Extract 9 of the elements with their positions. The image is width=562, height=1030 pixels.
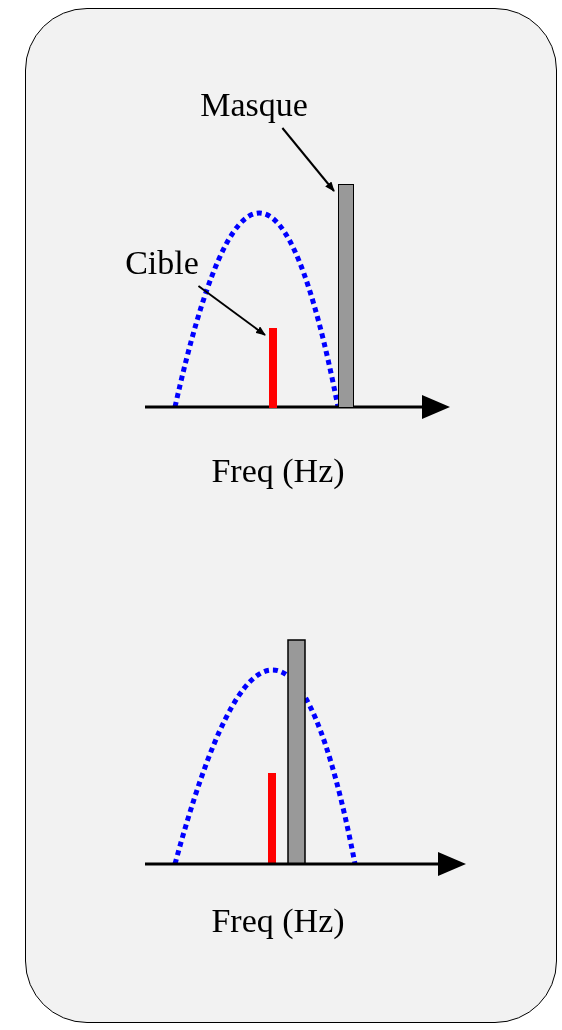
spectral-bar	[338, 184, 354, 408]
leader-line	[196, 284, 266, 336]
spectral-bar	[269, 328, 277, 408]
axis-label: Freq (Hz)	[210, 901, 346, 941]
spectrum-label: Masque	[184, 85, 324, 125]
spectrum-label: Cible	[113, 243, 211, 283]
panel-background	[25, 8, 557, 1023]
leader-line	[280, 126, 335, 192]
axis-label: Freq (Hz)	[210, 451, 346, 491]
